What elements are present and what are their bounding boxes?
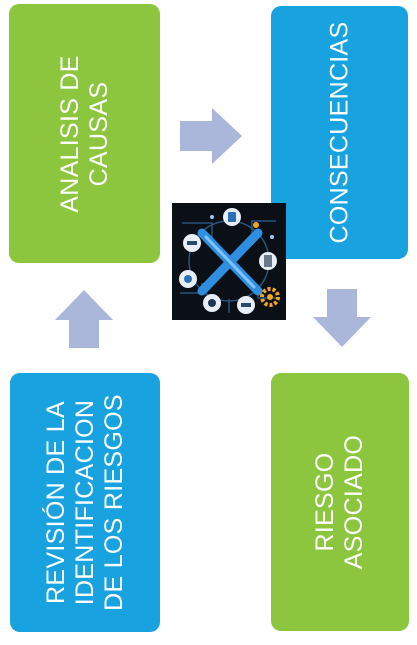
arrow-up-icon [55, 290, 113, 348]
arrow-right-icon [180, 108, 242, 164]
arrow-down-icon [313, 289, 371, 347]
center-tools-illustration [172, 203, 286, 320]
step-revision-label-line-3: DE LOS RIESGOS [99, 394, 128, 611]
step-consecuencias-label-line-1: CONSECUENCIAS [325, 21, 353, 244]
step-analisis-label: ANALISIS DE CAUSAS [56, 55, 114, 213]
step-riesgo-label-line-2: ASOCIADO [340, 434, 368, 570]
step-riesgo-asociado: RIESGO ASOCIADO [271, 373, 409, 631]
step-consecuencias-label: CONSECUENCIAS [325, 22, 354, 244]
step-revision-label-line-2: IDENTIFICACION [70, 399, 99, 606]
step-analisis-label-line-1: ANALISIS DE [55, 54, 84, 213]
step-riesgo-label-line-1: RIESGO [311, 452, 339, 552]
step-analisis-causas: ANALISIS DE CAUSAS [9, 4, 160, 263]
gear-tools-network-icon [172, 203, 286, 320]
step-riesgo-label: RIESGO ASOCIADO [311, 435, 369, 569]
step-revision-label: REVISIÓN DE LA IDENTIFICACION DE LOS RIE… [42, 394, 129, 611]
step-revision-identificacion: REVISIÓN DE LA IDENTIFICACION DE LOS RIE… [10, 373, 160, 632]
step-analisis-label-line-2: CAUSAS [84, 81, 113, 186]
step-revision-label-line-1: REVISIÓN DE LA [41, 401, 70, 604]
step-consecuencias: CONSECUENCIAS [271, 6, 408, 259]
